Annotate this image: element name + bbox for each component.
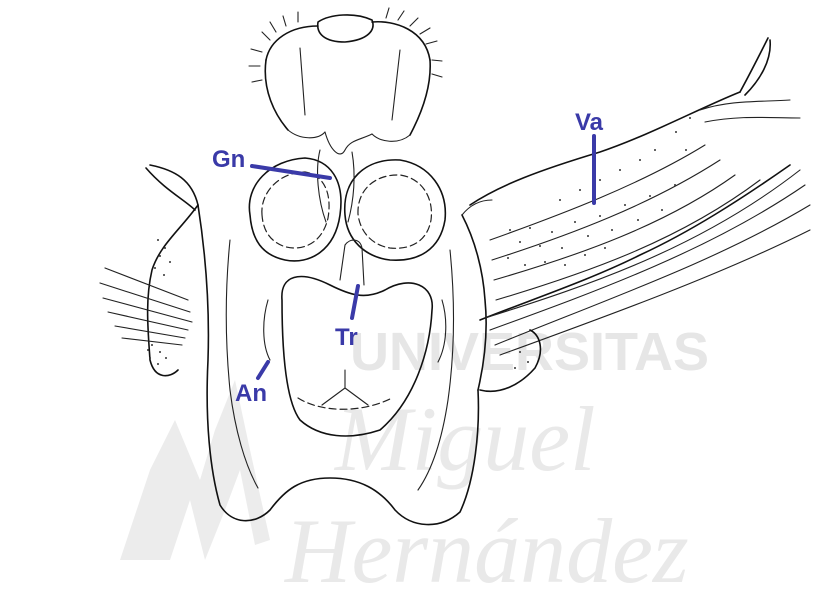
tr-label: Tr [335, 324, 358, 351]
gn-label: Gn [212, 146, 245, 173]
an-label: An [235, 380, 267, 407]
an-leader-line [258, 362, 268, 378]
label-an: An [235, 362, 268, 407]
va-label: Va [575, 109, 604, 136]
label-gn: Gn [212, 146, 330, 178]
label-tr: Tr [335, 286, 358, 351]
tr-leader-line [352, 286, 358, 318]
watermark-line-3: Hernández [284, 500, 689, 602]
gonocoxites [249, 150, 445, 261]
watermark-logo [120, 380, 270, 560]
dorsal-lobe [249, 8, 442, 154]
watermark-line-2: Miguel [333, 388, 596, 490]
gn-leader-line [252, 166, 330, 178]
left-lateral-lobe [100, 205, 198, 376]
